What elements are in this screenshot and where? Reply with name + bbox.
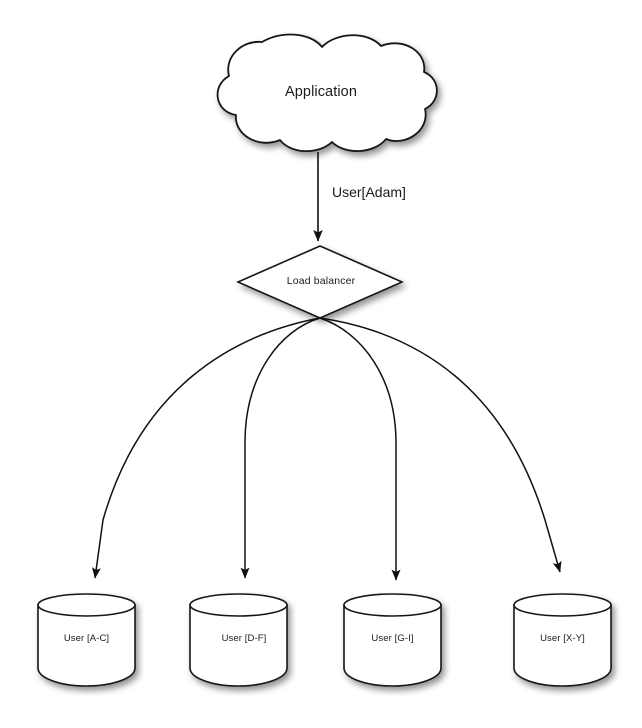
- node-database-1[interactable]: [189, 593, 288, 687]
- database-node-label: User [G-I]: [371, 633, 414, 644]
- cylinder-body: [37, 604, 136, 687]
- cloud-shape: [216, 33, 438, 153]
- diamond-shape: [236, 245, 404, 319]
- cylinder-body: [189, 604, 288, 687]
- node-database-2[interactable]: [343, 593, 442, 687]
- cylinder-top: [343, 593, 442, 617]
- node-application[interactable]: [216, 33, 438, 153]
- cylinder-top: [37, 593, 136, 617]
- database-node-label: User [A-C]: [63, 633, 110, 644]
- edge-balancer-to-db-1: [240, 317, 321, 579]
- database-node-label: User [X-Y]: [540, 633, 585, 644]
- edge-balancer-to-db-2: [319, 317, 401, 581]
- cylinder-top: [513, 593, 612, 617]
- cylinder-top: [189, 593, 288, 617]
- cylinder-body: [343, 604, 442, 687]
- edge-balancer-to-db-0: [91, 317, 321, 579]
- edge-group-balancer-to-databases: [91, 317, 562, 581]
- node-database-0[interactable]: [37, 593, 136, 687]
- edge-balancer-to-db-3: [319, 317, 562, 573]
- node-database-3[interactable]: [513, 593, 612, 687]
- cylinder-body: [513, 604, 612, 687]
- node-load-balancer[interactable]: [236, 245, 404, 319]
- database-node-label: User [D-F]: [221, 633, 267, 644]
